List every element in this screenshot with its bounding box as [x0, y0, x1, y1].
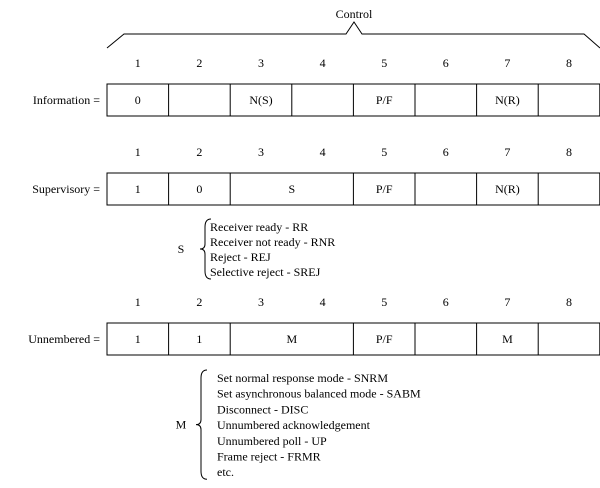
frame-cell: N(R)	[495, 182, 520, 196]
frame-cell: N(S)	[249, 93, 272, 107]
bit-number: 2	[196, 295, 202, 309]
legend-item: Reject - REJ	[210, 250, 271, 264]
bit-number: 7	[504, 295, 510, 309]
frame-cell: P/F	[376, 93, 393, 107]
bit-number: 4	[320, 56, 326, 70]
bit-number: 7	[504, 56, 510, 70]
bit-number: 4	[320, 295, 326, 309]
legend-item: Unnumbered poll - UP	[217, 434, 327, 448]
frame-label: Information =	[33, 93, 100, 107]
bit-number: 1	[135, 56, 141, 70]
bit-number: 3	[258, 295, 264, 309]
bit-number: 5	[381, 56, 387, 70]
bit-number: 5	[381, 145, 387, 159]
bit-number: 5	[381, 295, 387, 309]
frame-cell: P/F	[376, 332, 393, 346]
legend-item: etc.	[217, 465, 234, 479]
bit-number: 8	[566, 295, 572, 309]
frame-cell: 1	[135, 182, 141, 196]
bit-number: 2	[196, 56, 202, 70]
bit-number: 3	[258, 145, 264, 159]
frame-cell: 0	[196, 182, 202, 196]
bit-number: 6	[443, 56, 449, 70]
legend-m: M Set normal response mode - SNRM Set asyn…	[176, 369, 421, 480]
legend-item: Unnumbered acknowledgement	[217, 418, 371, 432]
bit-number: 6	[443, 145, 449, 159]
bit-number: 6	[443, 295, 449, 309]
frame-cell: 1	[196, 332, 202, 346]
frame-cell: M	[286, 332, 297, 346]
frame-cell: M	[502, 332, 513, 346]
frame-label: Supervisory =	[32, 182, 100, 196]
frame-cell: S	[288, 182, 295, 196]
bit-number: 3	[258, 56, 264, 70]
legend-brace	[199, 218, 212, 280]
legend-brace	[195, 369, 208, 480]
bit-number: 1	[135, 145, 141, 159]
frame-cell: P/F	[376, 182, 393, 196]
legend-item: Receiver not ready - RNR	[210, 235, 335, 249]
frame-cell: 0	[135, 93, 141, 107]
legend-item: Set asynchronous balanced mode - SABM	[217, 387, 421, 401]
frame-cell: 1	[135, 332, 141, 346]
bit-number: 8	[566, 145, 572, 159]
bit-number: 4	[320, 145, 326, 159]
frame-label: Unnembered =	[28, 332, 100, 346]
control-label: Control	[336, 7, 373, 21]
bit-number: 1	[135, 295, 141, 309]
control-brace	[106, 21, 600, 49]
legend-symbol: S	[178, 242, 185, 256]
legend-item: Receiver ready - RR	[210, 220, 308, 234]
legend-item: Selective reject - SREJ	[210, 265, 321, 279]
legend-item: Set normal response mode - SNRM	[217, 371, 388, 385]
control-header: Control	[106, 7, 600, 49]
legend-symbol: M	[176, 418, 187, 432]
legend-item: Frame reject - FRMR	[217, 450, 321, 464]
legend-item: Disconnect - DISC	[217, 402, 308, 416]
bit-number: 8	[566, 56, 572, 70]
frame-cell: N(R)	[495, 93, 520, 107]
bit-number: 7	[504, 145, 510, 159]
bit-number: 2	[196, 145, 202, 159]
